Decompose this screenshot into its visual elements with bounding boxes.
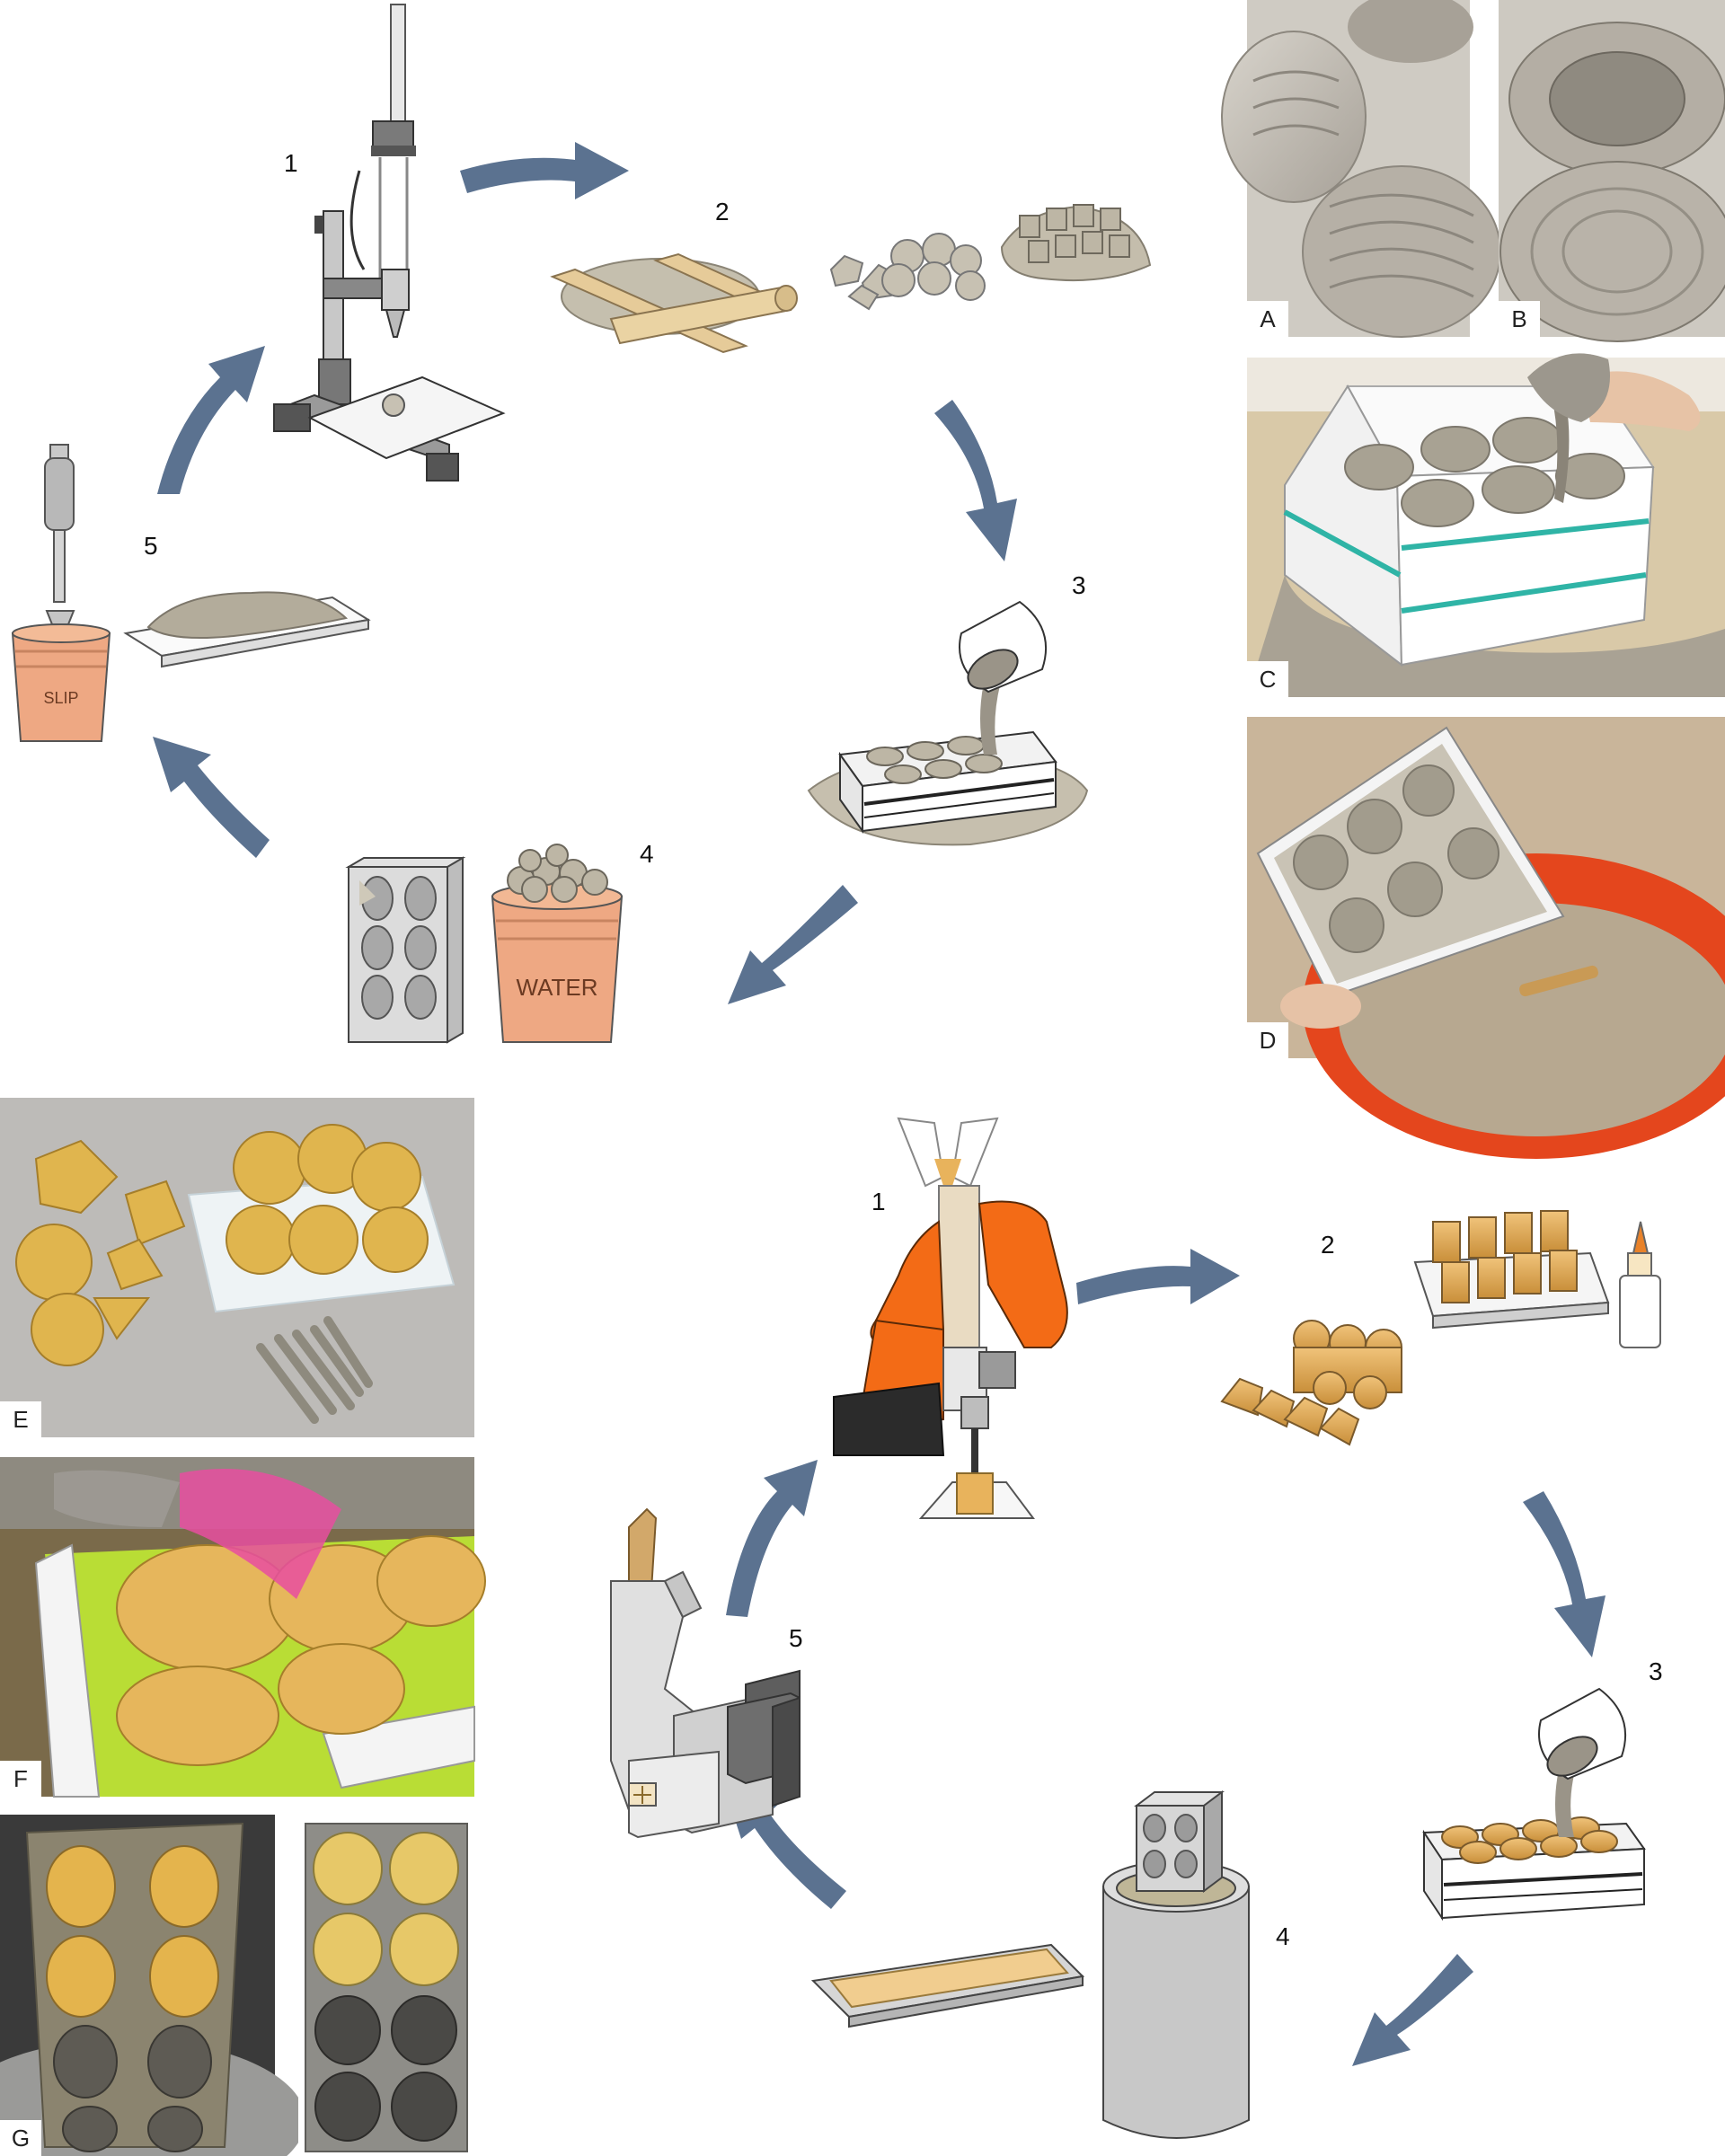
- clay-forming-illustration: [550, 204, 1152, 354]
- arrow-bottom-3-4: [1352, 1954, 1473, 2066]
- slip-pouring-illustration: [807, 600, 1089, 846]
- photo-e: E: [0, 1098, 474, 1437]
- top-step-5-number: 5: [144, 532, 158, 560]
- bottom-step-4-number: 4: [1276, 1922, 1290, 1950]
- photo-a: A: [1247, 0, 1470, 337]
- arrow-top-3-4: [728, 885, 858, 1004]
- photo-d: D: [1247, 717, 1725, 1058]
- wax-mold-pouring-illustration: [1422, 1687, 1646, 1922]
- arrow-bottom-1-2: [1076, 1249, 1240, 1304]
- photo-d-content: [1247, 717, 1725, 1159]
- photo-g: G: [0, 1815, 275, 2156]
- top-step-1-number: 1: [284, 149, 298, 177]
- arrow-top-1-2: [460, 142, 629, 199]
- arrow-top-4-5: [153, 737, 270, 858]
- photo-b-content: [1499, 0, 1725, 342]
- wax-assembly-illustration: [1220, 1210, 1661, 1446]
- bottom-step-5-number: 5: [789, 1624, 803, 1652]
- photo-f-content: [0, 1457, 486, 1798]
- photo-b: B: [1499, 0, 1725, 337]
- wax-melting-illustration: [810, 1790, 1250, 2139]
- bottom-step-1-number: 1: [871, 1188, 886, 1215]
- photo-e-label: E: [0, 1401, 41, 1437]
- photo-e-content: [0, 1098, 474, 1437]
- photo-f: F: [0, 1457, 474, 1797]
- photo-a-content: [1221, 0, 1501, 338]
- photo-f-label: F: [0, 1761, 41, 1797]
- photo-c-label: C: [1247, 661, 1288, 697]
- top-step-4-number: 4: [640, 840, 654, 868]
- photo-g-label: G: [0, 2120, 41, 2156]
- top-step-3-number: 3: [1072, 571, 1086, 599]
- photo-a-label: A: [1247, 301, 1288, 337]
- arrow-bottom-5-1: [726, 1460, 818, 1617]
- photo-d-label: D: [1247, 1022, 1288, 1058]
- slip-bucket-label: SLIP: [43, 689, 78, 707]
- photo-b-label: B: [1499, 301, 1540, 337]
- clay-printer-illustration: [273, 4, 506, 482]
- photo-c: C: [1247, 358, 1725, 697]
- arrow-top-5-1: [157, 346, 265, 494]
- water-bucket-label: WATER: [517, 974, 598, 1001]
- mold-disposal-illustration: [345, 844, 624, 1044]
- arrow-top-2-3: [934, 400, 1017, 561]
- photo-g-left-content: [0, 1815, 305, 2156]
- top-cycle-arrows: [153, 142, 1017, 1004]
- photo-c-content: [1247, 353, 1725, 697]
- bottom-cycle-arrows: [723, 1249, 1606, 2066]
- slip-mixing-illustration: [11, 444, 371, 742]
- photo-g-right-content: [298, 1815, 474, 2156]
- wax-melter-illustration: [610, 1507, 801, 1839]
- arrow-bottom-2-3: [1523, 1491, 1606, 1657]
- top-step-2-number: 2: [715, 198, 730, 225]
- robot-arm-illustration: [833, 1117, 1068, 1519]
- bottom-step-2-number: 2: [1321, 1231, 1335, 1259]
- bottom-step-3-number: 3: [1649, 1657, 1663, 1685]
